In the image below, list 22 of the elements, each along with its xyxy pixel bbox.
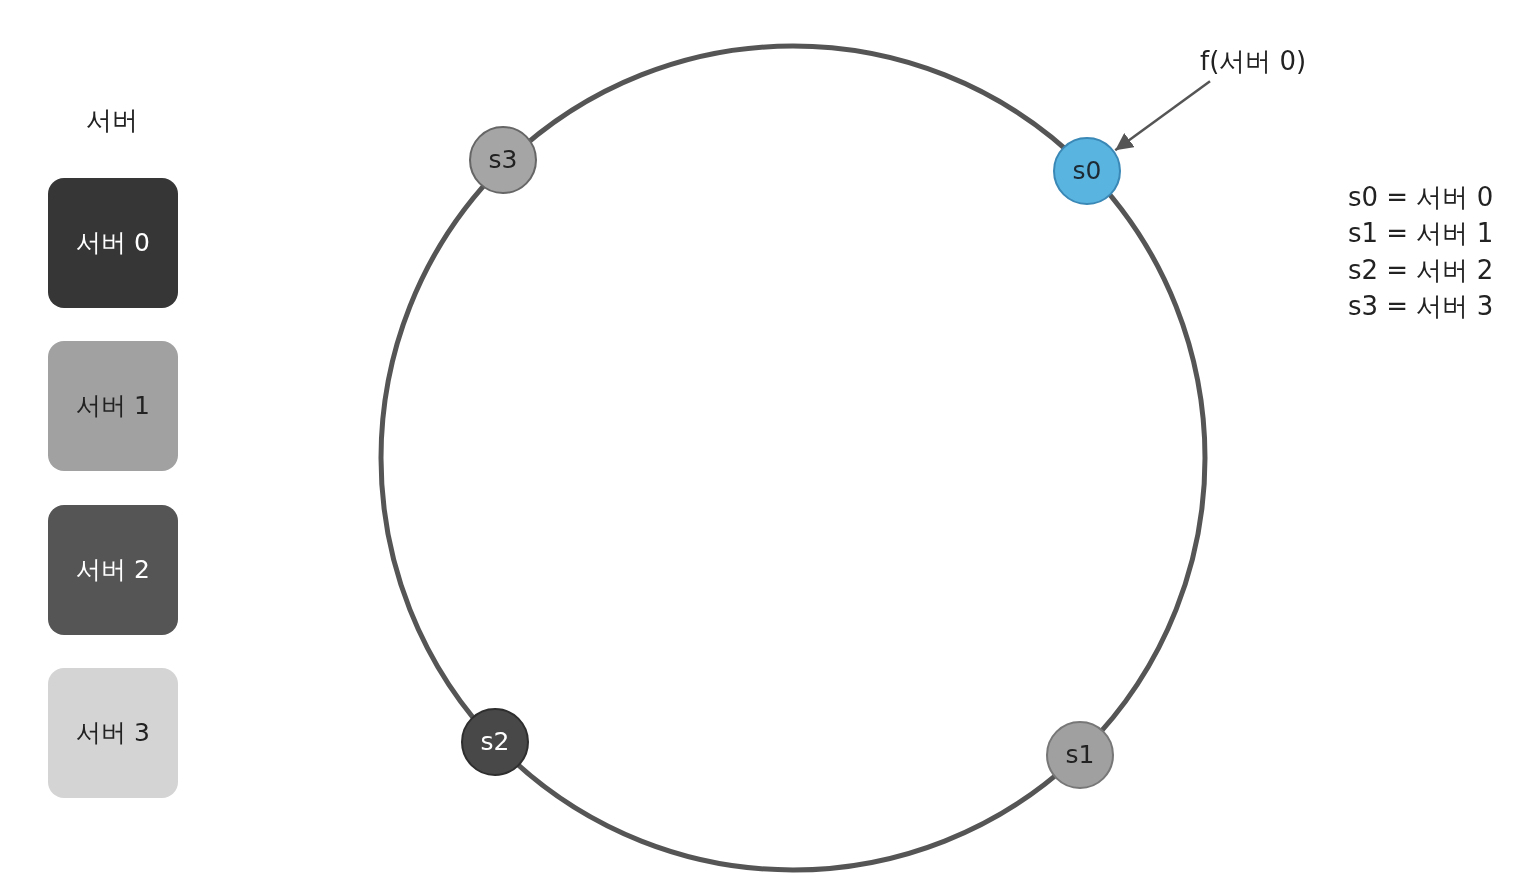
server-box [48, 341, 178, 471]
server-node [1053, 137, 1121, 205]
hash-function-label: f(서버 0) [1200, 46, 1307, 78]
server-name: 서버 0 [76, 228, 150, 258]
mapping-note: s3 = 서버 3 [1348, 290, 1494, 322]
arrow [1114, 80, 1211, 152]
server-box [48, 178, 178, 308]
node-label: s3 [488, 145, 518, 175]
node-label: s2 [480, 727, 510, 757]
server-node [1046, 721, 1114, 789]
server-name: 서버 1 [76, 391, 150, 421]
server-node [461, 708, 529, 776]
server-box [48, 505, 178, 635]
column-heading: 서버 [86, 104, 138, 136]
server-name: 서버 3 [76, 718, 150, 748]
mapping-note: s0 = 서버 0 [1348, 181, 1494, 213]
node-label: s0 [1072, 156, 1102, 186]
mapping-note: s2 = 서버 2 [1348, 254, 1494, 286]
mapping-note: s1 = 서버 1 [1348, 217, 1494, 249]
server-box [48, 668, 178, 798]
server-name: 서버 2 [76, 555, 150, 585]
node-label: s1 [1065, 740, 1095, 770]
